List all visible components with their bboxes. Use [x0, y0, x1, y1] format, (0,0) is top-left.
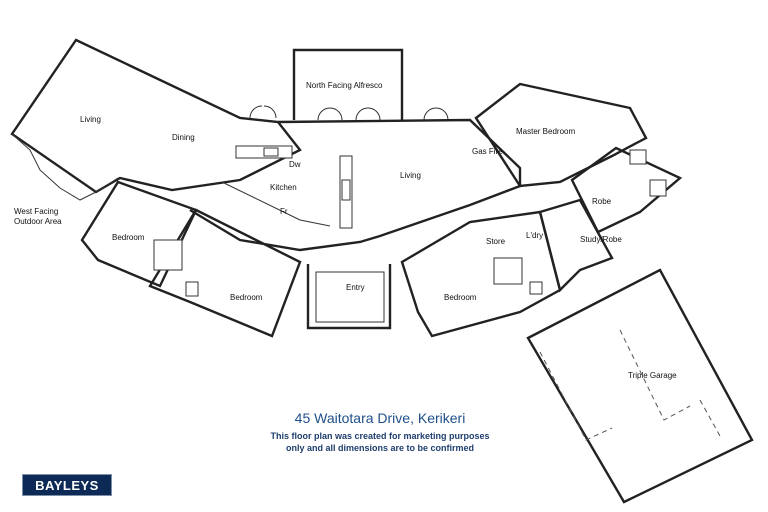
triple-garage: [526, 268, 754, 504]
west-outdoor-area: [11, 133, 97, 201]
logo-text: BAYLEYS: [35, 477, 99, 493]
shower-icon: [649, 179, 667, 197]
room-label-bedroom-1: Bedroom: [112, 233, 145, 242]
room-label-outdoor-1: West Facing: [14, 207, 58, 216]
disclaimer-line-2: only and all dimensions are to be confir…: [285, 443, 475, 453]
toilet-icon: [185, 281, 199, 297]
basin-icon: [629, 149, 647, 165]
room-label-master-bedroom: Master Bedroom: [516, 127, 575, 136]
west-living-wing: [10, 38, 302, 194]
room-label-entry: Entry: [346, 283, 365, 292]
east-bedroom-wing: [400, 198, 614, 338]
bayleys-logo: BAYLEYS: [22, 474, 112, 496]
room-label-triple-garage: Triple Garage: [628, 371, 677, 380]
room-label-gas-fire: Gas Fire: [472, 147, 503, 156]
room-label-laundry: L'dry: [526, 231, 543, 240]
entry-area: [306, 264, 392, 330]
room-label-robe: Robe: [592, 197, 612, 206]
alfresco-area: [249, 48, 449, 121]
property-address-title: 45 Waitotara Drive, Kerikeri: [294, 410, 466, 426]
disclaimer-note: This floor plan was created for marketin…: [180, 430, 580, 454]
west-bedroom-wing: [80, 180, 302, 338]
room-label-study-robe: Study/Robe: [580, 235, 622, 244]
room-label-alfresco: North Facing Alfresco: [306, 81, 383, 90]
room-label-bedroom-3: Bedroom: [444, 293, 477, 302]
room-label-kitchen: Kitchen: [270, 183, 297, 192]
basin-icon: [529, 281, 543, 295]
room-label-living: Living: [80, 115, 101, 124]
bath-icon: [153, 239, 183, 271]
cooktop-icon: [341, 179, 351, 201]
room-label-living-centre: Living: [400, 171, 421, 180]
sink-icon: [263, 147, 279, 157]
room-label-store: Store: [486, 237, 506, 246]
room-label-outdoor-2: Outdoor Area: [14, 217, 62, 226]
room-label-fr: Fr: [280, 207, 288, 216]
shower-icon: [493, 257, 523, 285]
room-label-bedroom-2: Bedroom: [230, 293, 263, 302]
room-label-dining: Dining: [172, 133, 195, 142]
room-label-dw: Dw: [289, 160, 301, 169]
disclaimer-line-1: This floor plan was created for marketin…: [270, 431, 490, 441]
master-suite: [474, 82, 683, 234]
central-living-band: [189, 118, 522, 252]
